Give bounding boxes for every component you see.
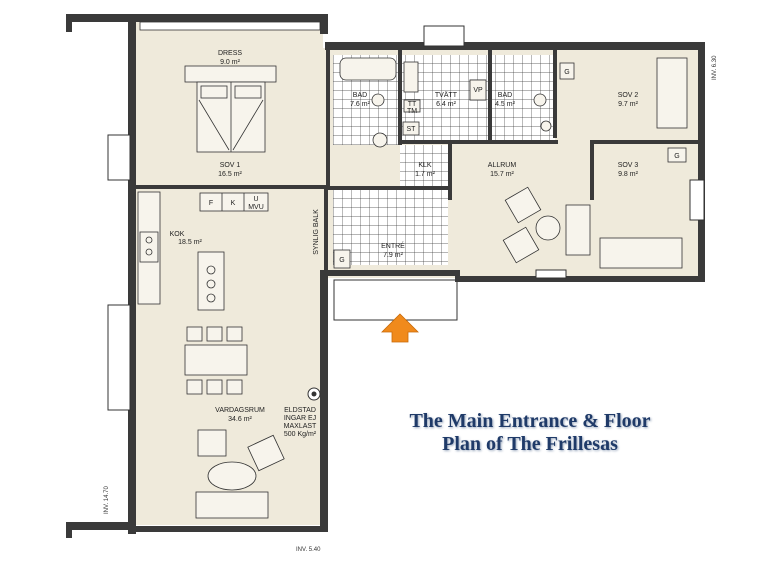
fireplace-icon bbox=[307, 387, 321, 401]
fixture-labels: F K U MVU TT TM ST VP G G G SYNLIG BALK … bbox=[209, 62, 687, 438]
room-area-tvatt: 6.4 m² bbox=[436, 101, 457, 108]
windows bbox=[107, 21, 705, 411]
double-bed bbox=[184, 65, 277, 153]
freezer-label: K bbox=[231, 200, 236, 207]
dryer-label: TT bbox=[408, 101, 417, 108]
washer-label: TM bbox=[407, 108, 417, 115]
microwave-label: MVU bbox=[248, 204, 264, 211]
exterior-walls bbox=[66, 14, 705, 538]
room-area-entre: 7.9 m² bbox=[383, 252, 404, 259]
eldstad-label: ELDSTAD bbox=[284, 407, 316, 414]
living-room-furniture bbox=[195, 429, 285, 519]
room-label-sov3: SOV 3 bbox=[618, 162, 639, 169]
dimension-left: INV. 14.70 bbox=[104, 486, 110, 514]
room-label-tvatt: TVÄTT bbox=[435, 91, 458, 99]
room-label-bad2: BAD bbox=[498, 92, 512, 99]
dimension-labels: INV. 6.30 INV. 14.70 INV. 5.40 bbox=[104, 55, 718, 553]
room-area-allrum: 15.7 m² bbox=[490, 171, 514, 178]
heat-pump-label: VP bbox=[473, 87, 483, 94]
single-beds bbox=[599, 57, 688, 269]
room-area-sov1: 16.5 m² bbox=[218, 171, 242, 178]
room-area-sov3: 9.8 m² bbox=[618, 171, 639, 178]
caption-line-1: The Main Entrance & Floor bbox=[409, 410, 651, 432]
room-labels: DRESS 9.0 m² SOV 1 16.5 m² BAD 7.6 m² TV… bbox=[170, 50, 639, 423]
wardrobe-label-entre: G bbox=[339, 257, 344, 264]
eldstad-note-1: INGAR EJ bbox=[284, 415, 316, 422]
room-label-kok: KOK bbox=[170, 231, 185, 238]
room-area-klk: 1.7 m² bbox=[415, 171, 436, 178]
room-label-entre: ENTRÉ bbox=[381, 241, 405, 250]
wardrobe-label-sov3: G bbox=[674, 153, 679, 160]
storage-label: ST bbox=[407, 126, 417, 133]
bathroom-fixtures bbox=[339, 57, 552, 148]
eldstad-note-3: 500 Kg/m² bbox=[284, 431, 317, 438]
room-label-dress: DRESS bbox=[218, 50, 242, 57]
plan-caption: The Main Entrance & Floor Plan of The Fr… bbox=[370, 410, 690, 456]
room-area-bad2: 4.5 m² bbox=[495, 101, 516, 108]
entrance-arrow-icon bbox=[381, 313, 419, 343]
room-area-sov2: 9.7 m² bbox=[618, 101, 639, 108]
room-label-klk: KLK bbox=[418, 162, 432, 169]
interior-walls bbox=[136, 50, 700, 275]
room-area-bad1: 7.6 m² bbox=[350, 101, 371, 108]
kitchen-fixtures bbox=[137, 191, 269, 311]
allrum-furniture bbox=[502, 186, 591, 264]
oven-label: U bbox=[253, 196, 258, 203]
dimension-bottom: INV. 5.40 bbox=[296, 547, 321, 553]
room-label-sov1: SOV 1 bbox=[220, 162, 241, 169]
room-area-vardagsrum: 34.6 m² bbox=[228, 416, 252, 423]
synlig-balk-label: SYNLIG BALK bbox=[313, 209, 320, 255]
room-area-dress: 9.0 m² bbox=[220, 59, 241, 66]
room-label-allrum: ALLRUM bbox=[488, 162, 517, 169]
dining-set bbox=[184, 326, 248, 395]
dimension-right: INV. 6.30 bbox=[712, 55, 718, 80]
room-label-vardagsrum: VARDAGSRUM bbox=[215, 407, 265, 414]
wardrobe-label-sov2: G bbox=[564, 69, 569, 76]
room-label-bad1: BAD bbox=[353, 92, 367, 99]
fridge-label: F bbox=[209, 200, 213, 207]
room-area-kok: 18.5 m² bbox=[178, 239, 202, 246]
room-label-sov2: SOV 2 bbox=[618, 92, 639, 99]
eldstad-note-2: MAXLAST bbox=[284, 423, 317, 430]
caption-line-2: Plan of The Frillesas bbox=[442, 433, 618, 455]
